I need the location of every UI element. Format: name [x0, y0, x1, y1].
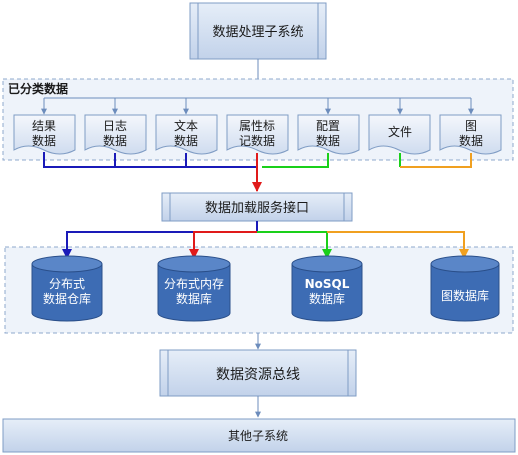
doc-item-label-2: 数据: [459, 133, 483, 148]
store-label-2: 数据库: [309, 291, 345, 306]
doc-item-graph: 图 数据: [439, 114, 502, 155]
data-processing-subsystem-box: 数据处理子系统: [189, 2, 327, 60]
doc-input-arrows: [41, 97, 474, 115]
store-label-1: 分布式: [49, 277, 85, 291]
doc-item-label-2: 记数据: [239, 133, 275, 148]
collector-lines: [43, 152, 472, 192]
doc-item-label-1: 文本: [174, 118, 198, 133]
classified-data-items: 结果 数据 日志 数据 文本 数据 属性标 记数据 配置 数据 文件: [13, 114, 502, 155]
doc-item-label-1: 文件: [388, 124, 412, 139]
store-label-2: 数据库: [176, 291, 212, 306]
doc-item-label-1: 结果: [32, 119, 56, 133]
data-resource-bus-label: 数据资源总线: [216, 367, 300, 383]
data-load-interface-box: 数据加载服务接口: [161, 192, 353, 222]
doc-item-config: 配置 数据: [297, 114, 360, 155]
store-label-1: 图数据库: [441, 288, 489, 303]
doc-item-log: 日志 数据: [84, 114, 147, 155]
doc-item-label-2: 数据: [316, 133, 340, 148]
doc-item-label-1: 日志: [103, 119, 127, 133]
distribution-lines: [62, 221, 469, 259]
doc-item-result: 结果 数据: [13, 114, 76, 155]
data-load-interface-label: 数据加载服务接口: [205, 200, 309, 216]
other-subsystem-label: 其他子系统: [228, 429, 288, 443]
doc-item-label-2: 数据: [103, 133, 127, 148]
doc-item-label-2: 数据: [32, 133, 56, 148]
data-processing-subsystem-label: 数据处理子系统: [212, 25, 303, 40]
classified-data-title: 已分类数据: [8, 81, 68, 96]
store-label-2: 数据仓库: [43, 291, 91, 306]
doc-item-attribute-tag: 属性标 记数据: [226, 114, 289, 155]
store-distributed-memory-db: 分布式内存 数据库: [157, 255, 231, 322]
doc-item-file: 文件: [368, 114, 431, 155]
store-label-1: 分布式内存: [164, 277, 224, 291]
doc-item-label-1: 属性标: [239, 119, 275, 133]
store-label-1: NoSQL: [305, 277, 350, 291]
doc-item-label-1: 图: [465, 119, 477, 133]
doc-item-label-1: 配置: [316, 119, 340, 133]
other-subsystem-box: 其他子系统: [2, 418, 516, 453]
store-nosql-db: NoSQL 数据库: [291, 255, 363, 322]
store-graph-db: 图数据库: [430, 255, 500, 322]
store-distributed-warehouse: 分布式 数据仓库: [31, 255, 103, 322]
doc-item-text: 文本 数据: [155, 114, 218, 155]
data-resource-bus-box: 数据资源总线: [159, 349, 357, 397]
doc-item-label-2: 数据: [174, 133, 198, 148]
